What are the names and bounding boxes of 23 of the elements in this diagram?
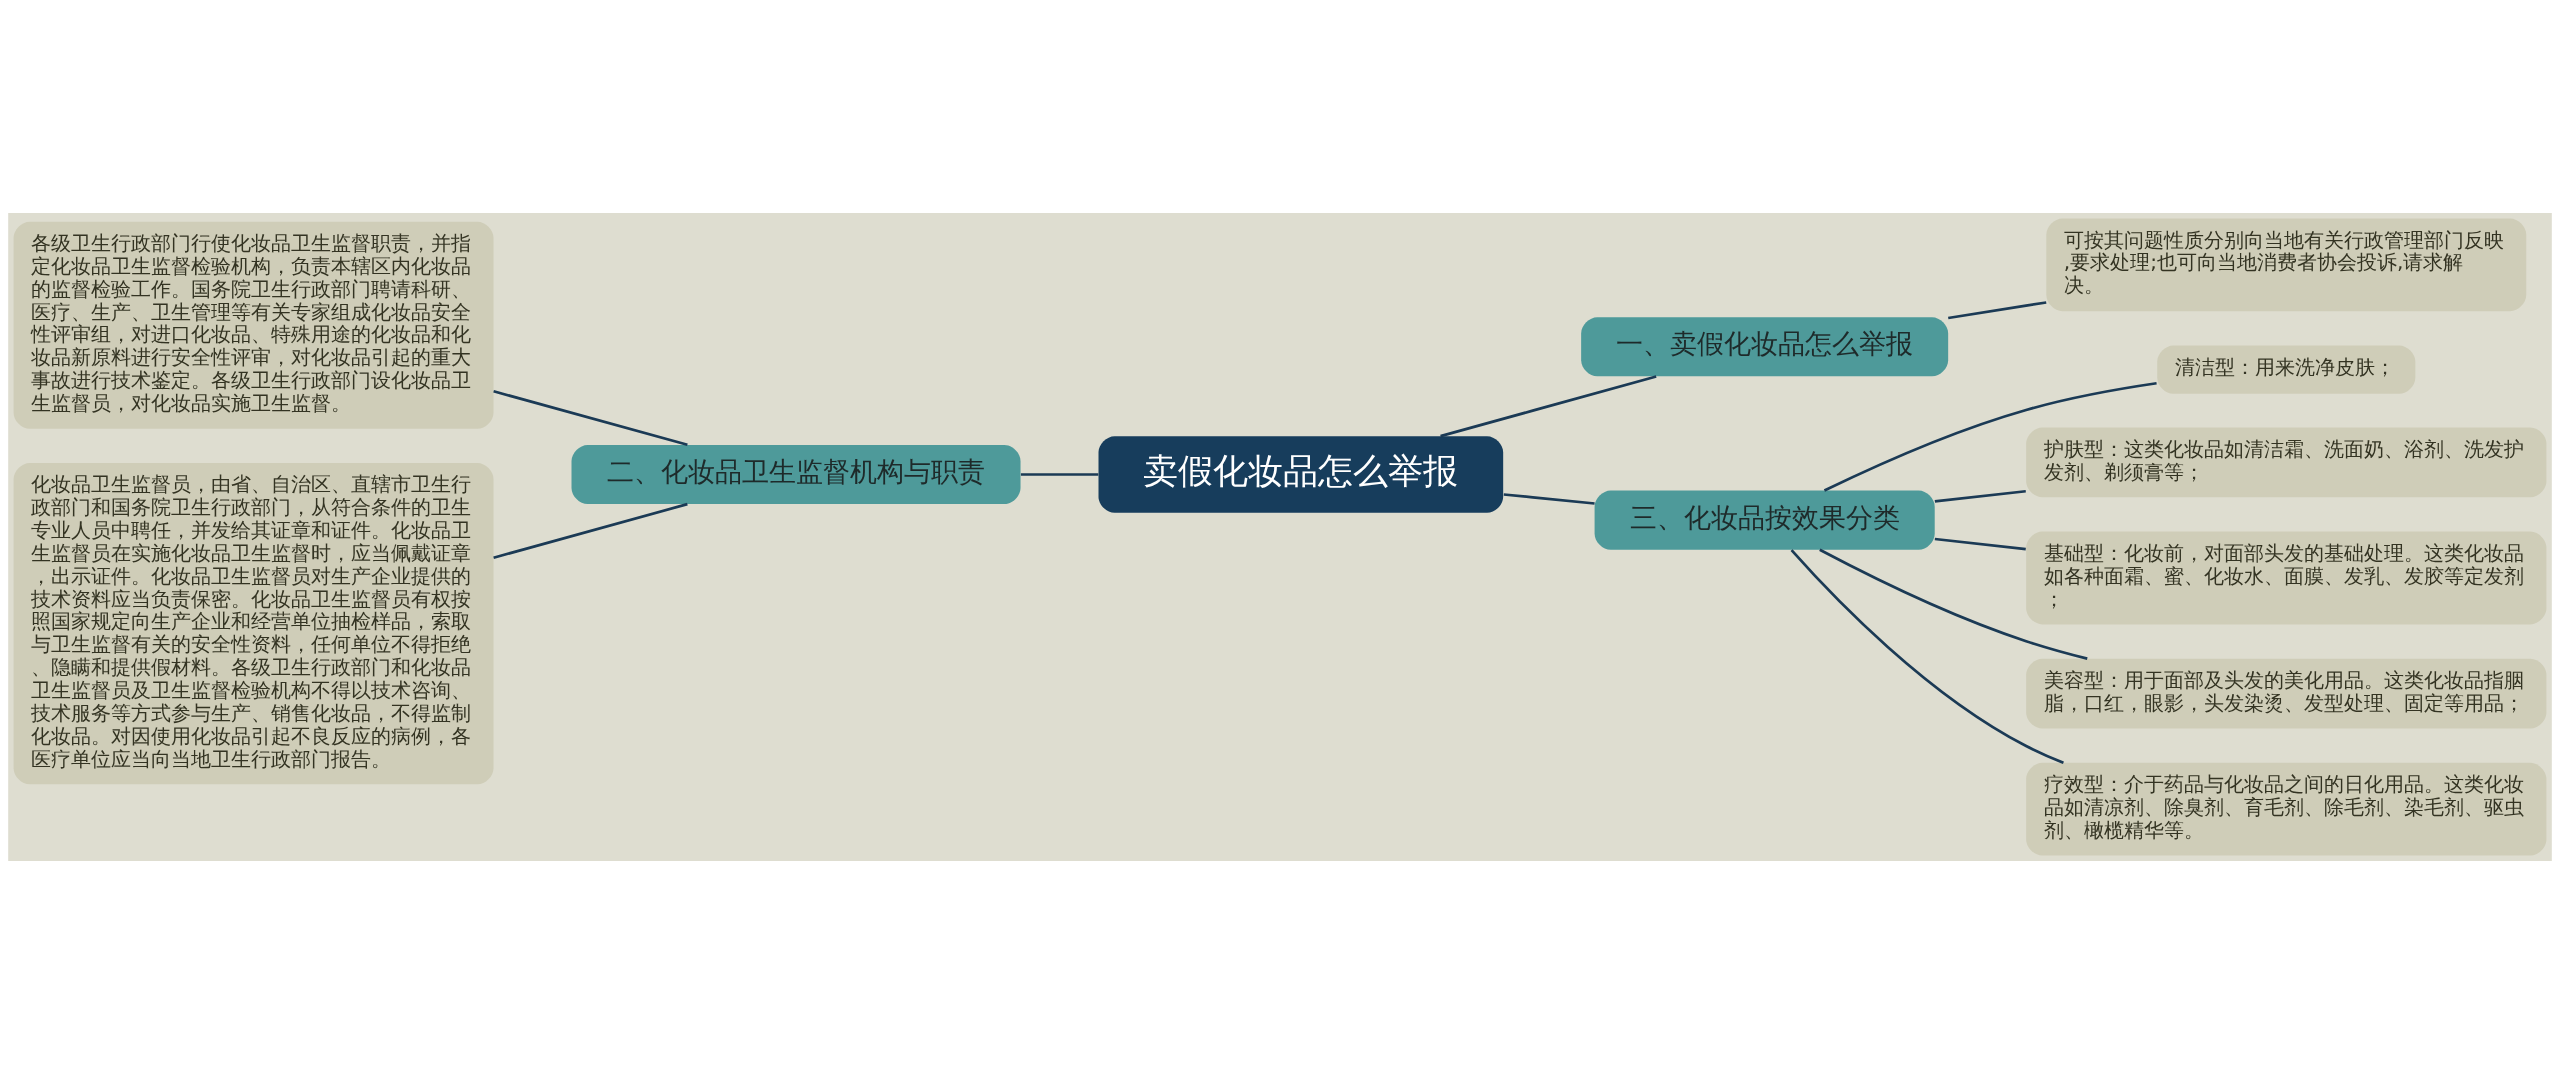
node-box: 一、卖假化妆品怎么举报: [1581, 317, 1949, 377]
connector: [1440, 375, 1657, 438]
node-box: 各级卫生行政部门行使化妆品卫生监督职责，并指定化妆品卫生监督检验机构，负责本辖区内化妆品的监督检验工作。国务院卫生行政部门聘请科研、医疗、生产、卫生管理等有关专家组成化妆品安全性评审组，对进口化妆品、特殊用途的化妆品和化妆品新原料进行安全性评审，对化妆品引起的重大事故进行技术鉴定。各级卫生行政部门设化妆品卫生监督员，对化妆品实施卫生监督。: [13, 221, 494, 429]
connector: [1790, 549, 2064, 765]
node-box: 美容型：用于面部及头发的美化用品。这类化妆品指胭脂，口红，眼影，头发染烫、发型处理、固定等用品；: [2026, 658, 2547, 729]
connector: [1934, 489, 2026, 503]
connector: [1020, 473, 1099, 476]
node-box: 可按其问题性质分别向当地有关行政管理部门反映,要求处理;也可向当地消费者协会投诉,请求解决。: [2046, 218, 2527, 312]
connector: [1948, 301, 2047, 320]
connector: [1934, 537, 2026, 551]
node-box: 基础型：化妆前，对面部头发的基础处理。这类化妆品如各种面霜、蜜、化妆水、面膜、发乳、发胶等定发剂；: [2026, 531, 2547, 625]
connector: [1823, 381, 2157, 492]
connector: [1503, 493, 1595, 505]
node-box: 卖假化妆品怎么举报: [1098, 436, 1504, 513]
node-box: 化妆品卫生监督员，由省、自治区、直辖市卫生行政部门和国务院卫生行政部门，从符合条件的卫生专业人员中聘任，并发给其证章和证件。化妆品卫生监督员在实施化妆品卫生监督时，应当佩戴证章，出示证件。化妆品卫生监督员对生产企业提供的技术资料应当负责保密。化妆品卫生监督员有权按照国家规定向生产企业和经营单位抽检样品，索取与卫生监督有关的安全性资料，任何单位不得拒绝、隐瞒和提供假材料。各级卫生行政部门和化妆品卫生监督员及卫生监督检验机构不得以技术咨询、技术服务等方式参与生产、销售化妆品，不得监制化妆品。对因使用化妆品引起不良反应的病例，各医疗单位应当向当地卫生行政部门报告。: [13, 463, 494, 785]
node-box: 三、化妆品按效果分类: [1594, 490, 1935, 550]
connector: [1819, 548, 2088, 660]
node-box: 清洁型：用来洗净皮肤；: [2157, 345, 2416, 394]
node-box: 二、化妆品卫生监督机构与职责: [571, 444, 1021, 505]
node-box: 疗效型：介于药品与化妆品之间的日化用品。这类化妆品如清凉剂、除臭剂、育毛剂、除毛剂、染毛剂、驱虫剂、橄榄精华等。: [2026, 762, 2547, 856]
node-box: 护肤型：这类化妆品如清洁霜、洗面奶、浴剂、洗发护发剂、剃须膏等；: [2026, 427, 2547, 498]
connector: [493, 389, 688, 447]
connector: [493, 502, 688, 559]
